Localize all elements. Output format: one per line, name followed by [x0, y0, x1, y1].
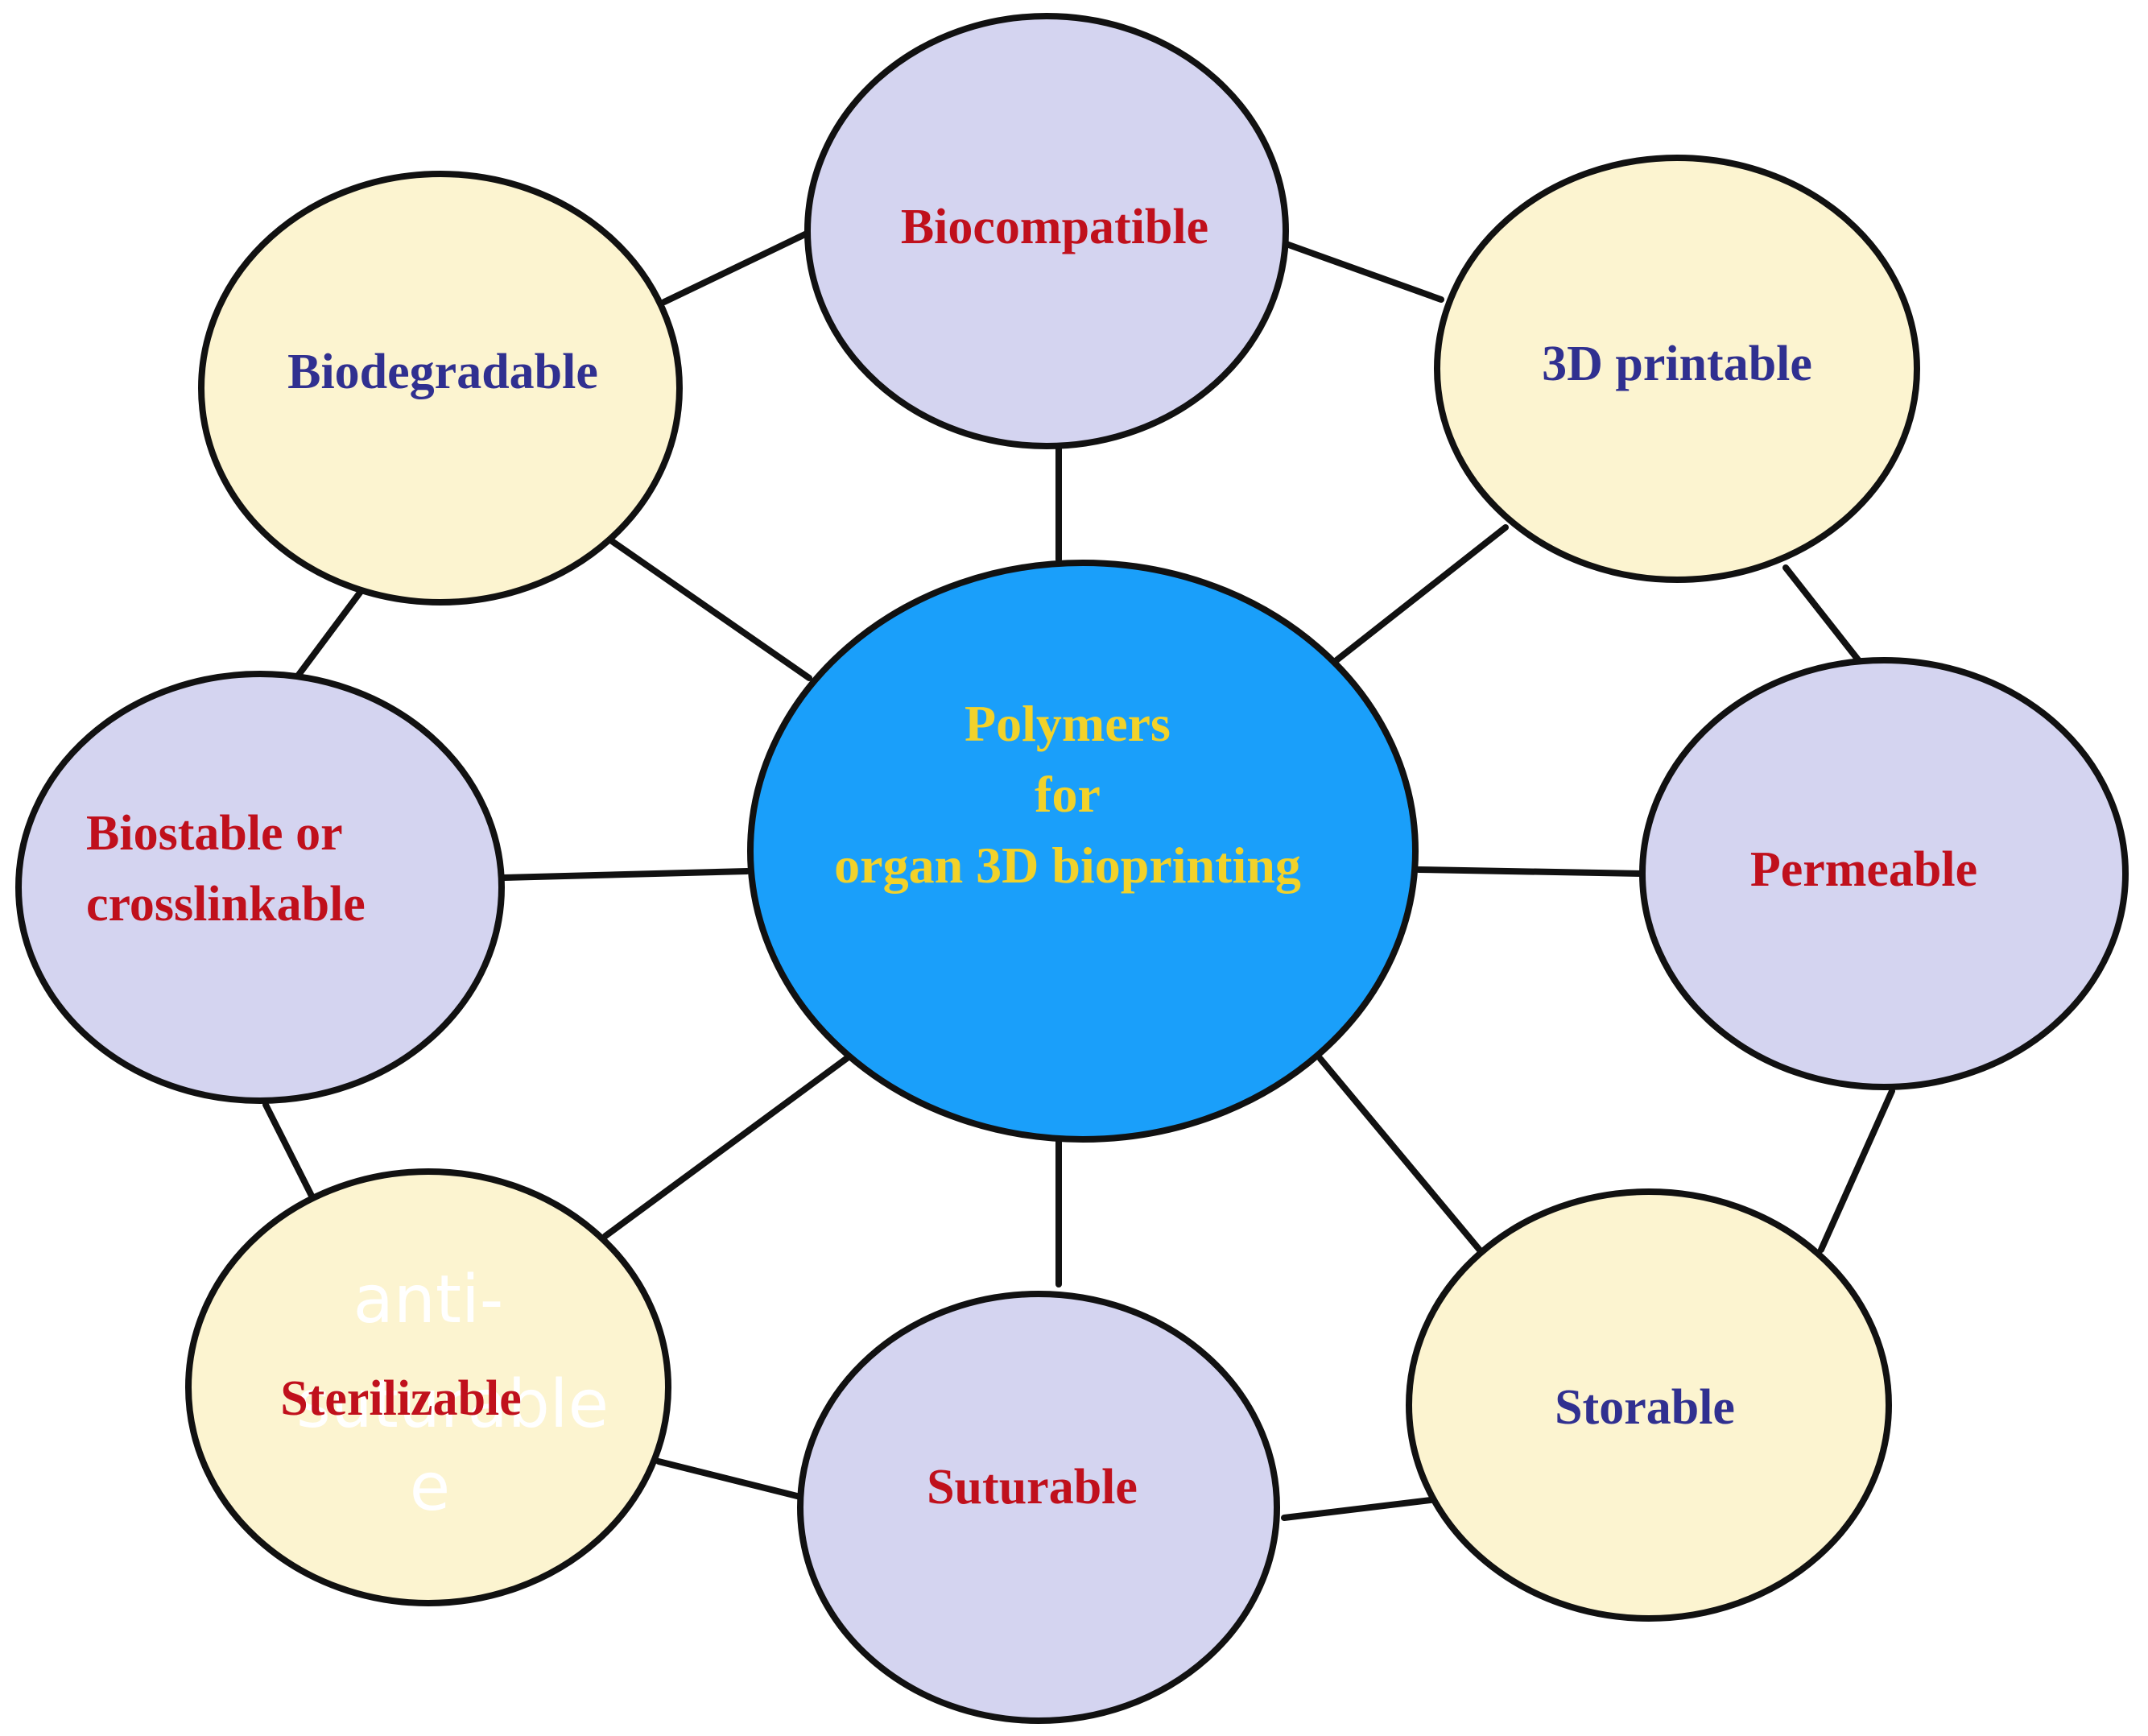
node-permeable-ellipse	[1639, 657, 2129, 1090]
node-biodegradable: Biodegradable	[198, 171, 683, 606]
ring-connectors	[262, 230, 1895, 1521]
center-node: Polymers for organ 3D bioprinting	[747, 560, 1419, 1143]
center-label-line1: Polymers	[965, 695, 1171, 752]
node-permeable: Permeable	[1639, 657, 2129, 1090]
center-label-line2: for	[1035, 766, 1101, 823]
spoke-3d-printable	[1333, 524, 1509, 663]
node-biostable-ellipse	[15, 671, 505, 1104]
spoke-permeable	[1415, 866, 1647, 877]
node-biodegradable-label: Biodegradable	[287, 345, 598, 399]
node-biostable: Biostable or crosslinkable	[15, 671, 505, 1104]
node-permeable-label: Permeable	[1750, 842, 1977, 897]
node-storable-label: Storable	[1555, 1380, 1735, 1435]
node-storable: Storable	[1406, 1188, 1892, 1622]
node-biostable-label-line1: Biostable or	[86, 806, 343, 861]
center-ellipse	[747, 560, 1419, 1143]
node-sterilizable: anti- suturable e Sterilizable	[185, 1168, 671, 1606]
node-sterilizable-ellipse	[185, 1168, 671, 1606]
node-biocompatible: Biocompatible	[804, 13, 1289, 449]
node-sterilizable-label: Sterilizable	[280, 1371, 522, 1426]
node-biocompatible-label: Biocompatible	[901, 200, 1208, 254]
node-suturable-label: Suturable	[927, 1460, 1138, 1515]
center-label-line3: organ 3D bioprinting	[834, 837, 1301, 894]
ring-sterilizable-biostable	[262, 1102, 319, 1207]
node-3d-printable-label: 3D printable	[1542, 337, 1812, 391]
ring-permeable-storable	[1818, 1088, 1895, 1253]
spoke-biodegradable	[609, 538, 812, 681]
ring-storable-suturable	[1281, 1496, 1440, 1521]
node-biostable-label-line2: crosslinkable	[86, 877, 366, 932]
node-biodegradable-ellipse	[198, 171, 683, 606]
ghost-label-line3: e	[410, 1449, 450, 1526]
node-suturable: Suturable	[797, 1291, 1280, 1724]
ghost-label-line2: suturable	[296, 1366, 609, 1443]
node-biocompatible-ellipse	[804, 13, 1289, 449]
spoke-storable	[1317, 1056, 1485, 1255]
ring-biocompatible-3d-printable	[1281, 240, 1444, 303]
ring-suturable-sterilizable	[655, 1458, 807, 1501]
node-storable-ellipse	[1406, 1188, 1892, 1622]
node-suturable-ellipse	[797, 1291, 1280, 1724]
spoke-sterilizable	[602, 1053, 853, 1239]
spoke-connectors	[500, 443, 1647, 1288]
node-3d-printable-ellipse	[1434, 155, 1920, 583]
ring-biostable-biodegradable	[293, 583, 368, 681]
node-3d-printable: 3D printable	[1434, 155, 1920, 583]
ghost-label-line1: anti-	[353, 1262, 504, 1338]
ring-3d-printable-permeable	[1782, 564, 1863, 665]
spoke-biostable	[500, 868, 750, 881]
ring-biodegradable-biocompatible	[661, 230, 810, 305]
